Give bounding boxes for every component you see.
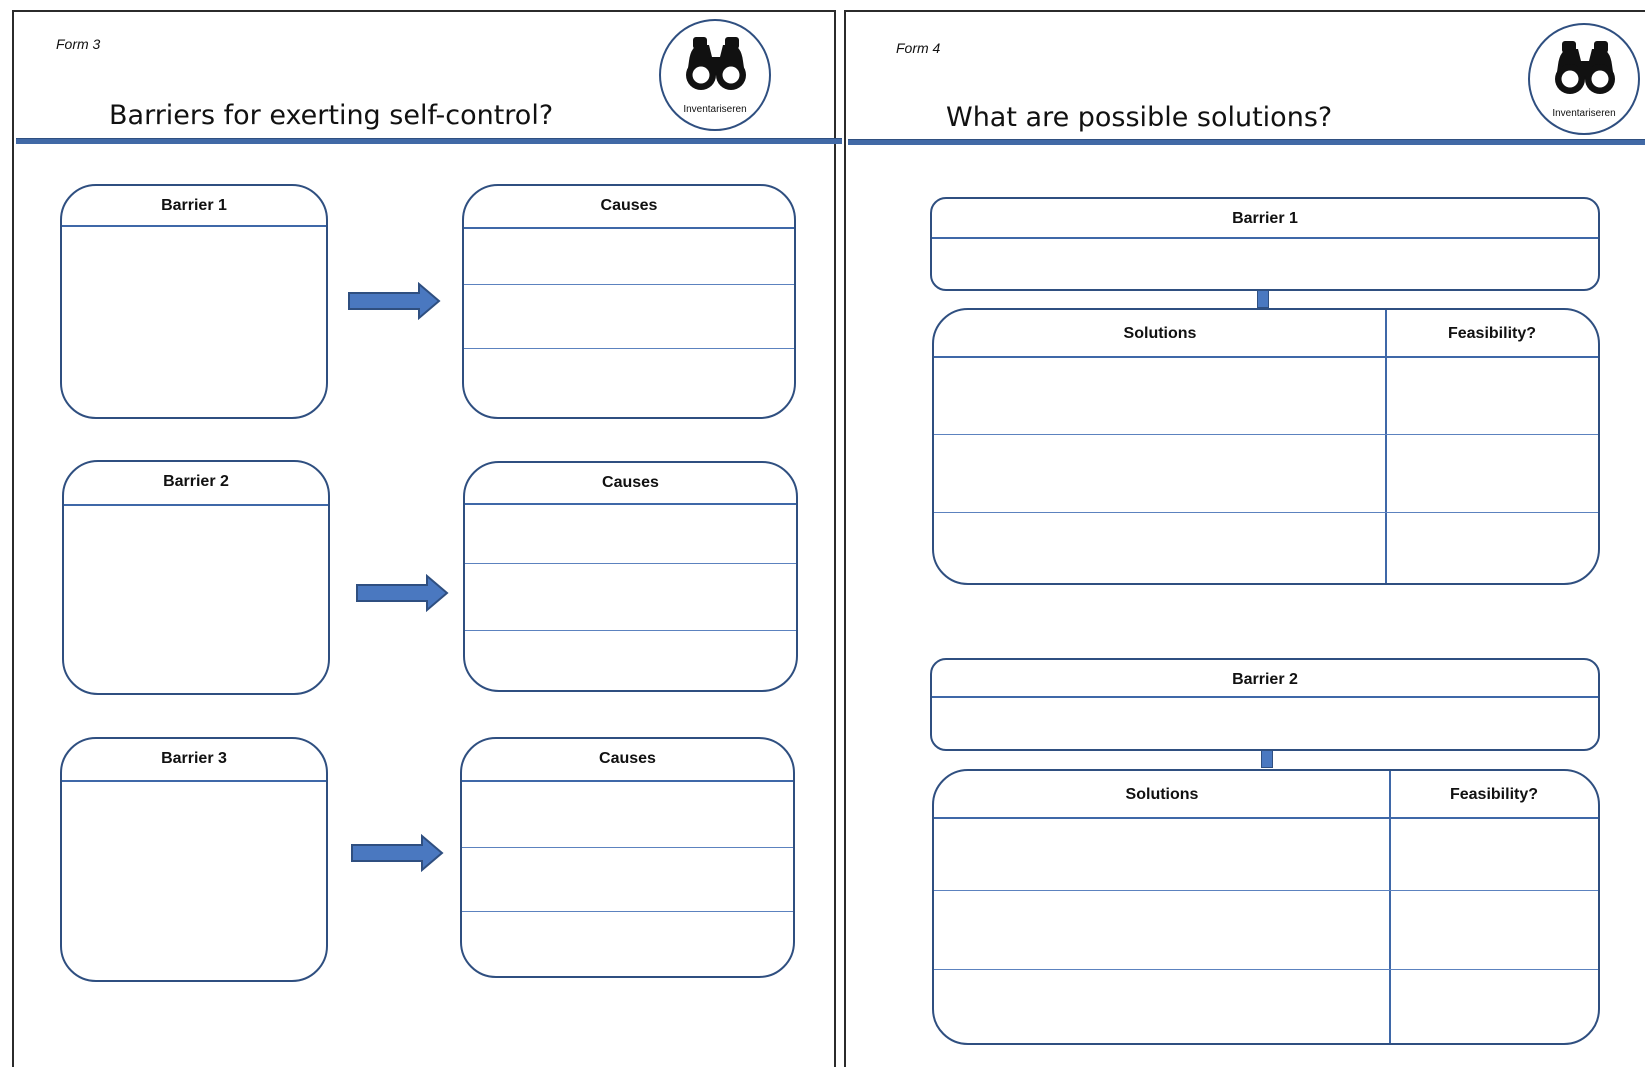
column-divider xyxy=(1389,771,1391,1043)
causes-header: Causes xyxy=(599,750,656,767)
form-label: Form 3 xyxy=(56,36,101,52)
form-label: Form 4 xyxy=(896,40,941,56)
title-rule xyxy=(16,138,842,144)
solutions-table[interactable]: Solutions Feasibility? xyxy=(932,308,1600,585)
causes-line xyxy=(462,847,793,848)
barrier-box[interactable]: Barrier 2 xyxy=(62,460,330,695)
binoculars-icon xyxy=(1555,41,1615,94)
header-divider xyxy=(932,237,1598,239)
right-arrow-icon xyxy=(348,282,441,320)
feasibility-header: Feasibility? xyxy=(1447,325,1537,342)
table-row-line xyxy=(934,890,1598,891)
causes-line xyxy=(462,911,793,912)
table-row-line xyxy=(934,434,1598,435)
barrier-box[interactable]: Barrier 2 xyxy=(930,658,1600,751)
logo-caption: Inventariseren xyxy=(1552,108,1616,119)
solutions-header: Solutions xyxy=(1125,786,1199,803)
right-arrow-icon xyxy=(356,574,449,612)
barrier-header: Barrier 1 xyxy=(1232,210,1298,227)
logo-caption: Inventariseren xyxy=(683,104,747,115)
causes-header: Causes xyxy=(600,197,658,214)
causes-line xyxy=(464,284,794,285)
title-rule xyxy=(848,139,1645,145)
table-row-line xyxy=(934,512,1598,513)
connector xyxy=(1261,750,1273,768)
causes-header: Causes xyxy=(602,474,659,491)
barrier-header: Barrier 1 xyxy=(161,197,227,214)
feasibility-header: Feasibility? xyxy=(1449,786,1539,803)
column-divider xyxy=(1385,310,1387,583)
header-divider xyxy=(932,696,1598,698)
barrier-box[interactable]: Barrier 3 xyxy=(60,737,328,982)
causes-line xyxy=(465,630,796,631)
header-divider xyxy=(64,504,328,506)
causes-line xyxy=(465,563,796,564)
form-3-sheet: Form 3 Barriers for exerting self-contro… xyxy=(12,10,842,1067)
barrier-header: Barrier 2 xyxy=(163,473,229,490)
connector xyxy=(1257,290,1269,308)
form-4-sheet: Form 4 What are possible solutions? Inve… xyxy=(844,10,1645,1067)
barrier-box[interactable]: Barrier 1 xyxy=(930,197,1600,291)
header-divider xyxy=(464,227,794,229)
header-divider xyxy=(62,780,326,782)
table-row-line xyxy=(934,969,1598,970)
solutions-header: Solutions xyxy=(1123,325,1197,342)
barrier-header: Barrier 2 xyxy=(1232,671,1298,688)
page-title: What are possible solutions? xyxy=(946,102,1333,133)
causes-box[interactable]: Causes xyxy=(463,461,798,692)
causes-line xyxy=(464,348,794,349)
header-divider xyxy=(62,225,326,227)
causes-box[interactable]: Causes xyxy=(460,737,795,978)
header-divider xyxy=(934,817,1598,819)
header-divider xyxy=(934,356,1598,358)
page-title: Barriers for exerting self-control? xyxy=(109,100,554,131)
logo: Inventariseren xyxy=(1528,23,1640,135)
header-divider xyxy=(465,503,796,505)
barrier-box[interactable]: Barrier 1 xyxy=(60,184,328,419)
causes-box[interactable]: Causes xyxy=(462,184,796,419)
header-divider xyxy=(462,780,793,782)
logo: Inventariseren xyxy=(659,19,771,131)
binoculars-icon xyxy=(686,37,746,90)
barrier-header: Barrier 3 xyxy=(161,750,227,767)
solutions-table[interactable]: Solutions Feasibility? xyxy=(932,769,1600,1045)
right-arrow-icon xyxy=(351,834,444,872)
